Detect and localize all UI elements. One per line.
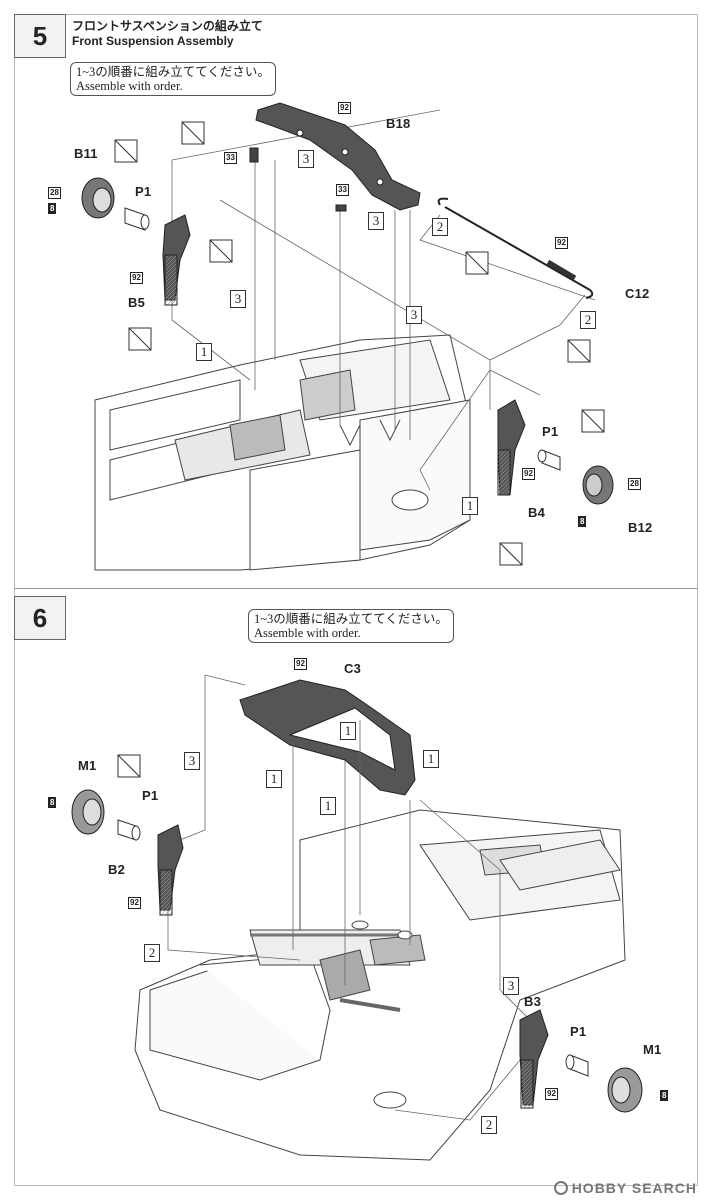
watermark-logo-icon — [553, 1181, 568, 1195]
order-note-jp: 1~3の順番に組み立ててください。 — [76, 65, 270, 79]
part-tag: 92 — [294, 658, 307, 670]
part-label-b3: B3 — [524, 994, 542, 1009]
section-divider — [14, 588, 698, 589]
order-number: 2 — [432, 218, 448, 236]
order-number: 2 — [481, 1116, 497, 1134]
part-label-c3: C3 — [344, 661, 362, 676]
step5-chassis — [94, 334, 471, 571]
part-tag: 92 — [522, 468, 535, 480]
watermark: HOBBY SEARCH — [553, 1180, 697, 1196]
b18-part — [255, 102, 421, 211]
step-5-order-note: 1~3の順番に組み立ててください。 Assemble with order. — [70, 62, 276, 96]
b3-part — [519, 1009, 549, 1109]
step-5-title: フロントサスペンションの組み立て Front Suspension Assemb… — [72, 19, 263, 49]
part-label-m1: M1 — [78, 758, 97, 773]
part-tag: 8 — [48, 797, 57, 808]
step-6-order-note: 1~3の順番に組み立ててください。 Assemble with order. — [248, 609, 454, 643]
m1-right-part — [607, 1067, 643, 1113]
part-tag: 28 — [628, 478, 641, 490]
order-number: 3 — [503, 977, 519, 995]
order-number: 3 — [368, 212, 384, 230]
part-label-b12: B12 — [628, 520, 653, 535]
part-tag: 92 — [338, 102, 351, 114]
order-number: 3 — [230, 290, 246, 308]
part-tag: 28 — [48, 187, 61, 199]
order-number: 1 — [462, 497, 478, 515]
step-5-title-en: Front Suspension Assembly — [72, 34, 234, 48]
order-number: 1 — [266, 770, 282, 788]
order-number: 3 — [406, 306, 422, 324]
part-tag: 33 — [336, 184, 349, 196]
part-label-p1: P1 — [570, 1024, 587, 1039]
order-number: 1 — [196, 343, 212, 361]
order-number: 2 — [580, 311, 596, 329]
b2-part — [157, 824, 184, 916]
m1-left-part — [71, 789, 105, 835]
order-number: 1 — [340, 722, 356, 740]
order-note-en: Assemble with order. — [76, 79, 183, 93]
part-tag: 8 — [48, 203, 57, 214]
order-number: 2 — [144, 944, 160, 962]
part-tag: 8 — [578, 516, 587, 527]
order-number: 3 — [298, 150, 314, 168]
step-5-number: 5 — [14, 14, 66, 58]
part-tag: 92 — [128, 897, 141, 909]
part-label-c12: C12 — [625, 286, 650, 301]
part-label-b4: B4 — [528, 505, 546, 520]
order-note-jp: 1~3の順番に組み立ててください。 — [254, 612, 448, 626]
part-label-p1: P1 — [542, 424, 559, 439]
order-number: 1 — [423, 750, 439, 768]
step6-chassis — [134, 809, 626, 1161]
order-note-en: Assemble with order. — [254, 626, 361, 640]
b5-part — [162, 214, 191, 306]
order-number: 1 — [320, 797, 336, 815]
part-tag: 33 — [224, 152, 237, 164]
part-tag: 92 — [130, 272, 143, 284]
part-label-p1: P1 — [142, 788, 159, 803]
order-number: 3 — [184, 752, 200, 770]
step-5-title-jp: フロントサスペンションの組み立て — [72, 19, 263, 33]
c12-part — [437, 197, 594, 299]
part-tag: 8 — [660, 1090, 669, 1101]
part-tag: 92 — [555, 237, 568, 249]
part-label-b5: B5 — [128, 295, 146, 310]
part-label-b2: B2 — [108, 862, 126, 877]
part-label-b11: B11 — [74, 146, 98, 161]
b4-part — [497, 399, 526, 496]
watermark-text: HOBBY SEARCH — [571, 1180, 697, 1196]
part-label-m1: M1 — [643, 1042, 662, 1057]
b11-part — [81, 177, 115, 219]
part-label-p1: P1 — [135, 184, 152, 199]
no-glue-icons — [114, 121, 605, 566]
part-label-b18: B18 — [386, 116, 411, 131]
b12-part — [582, 465, 614, 505]
part-tag: 92 — [545, 1088, 558, 1100]
step-6-number: 6 — [14, 596, 66, 640]
